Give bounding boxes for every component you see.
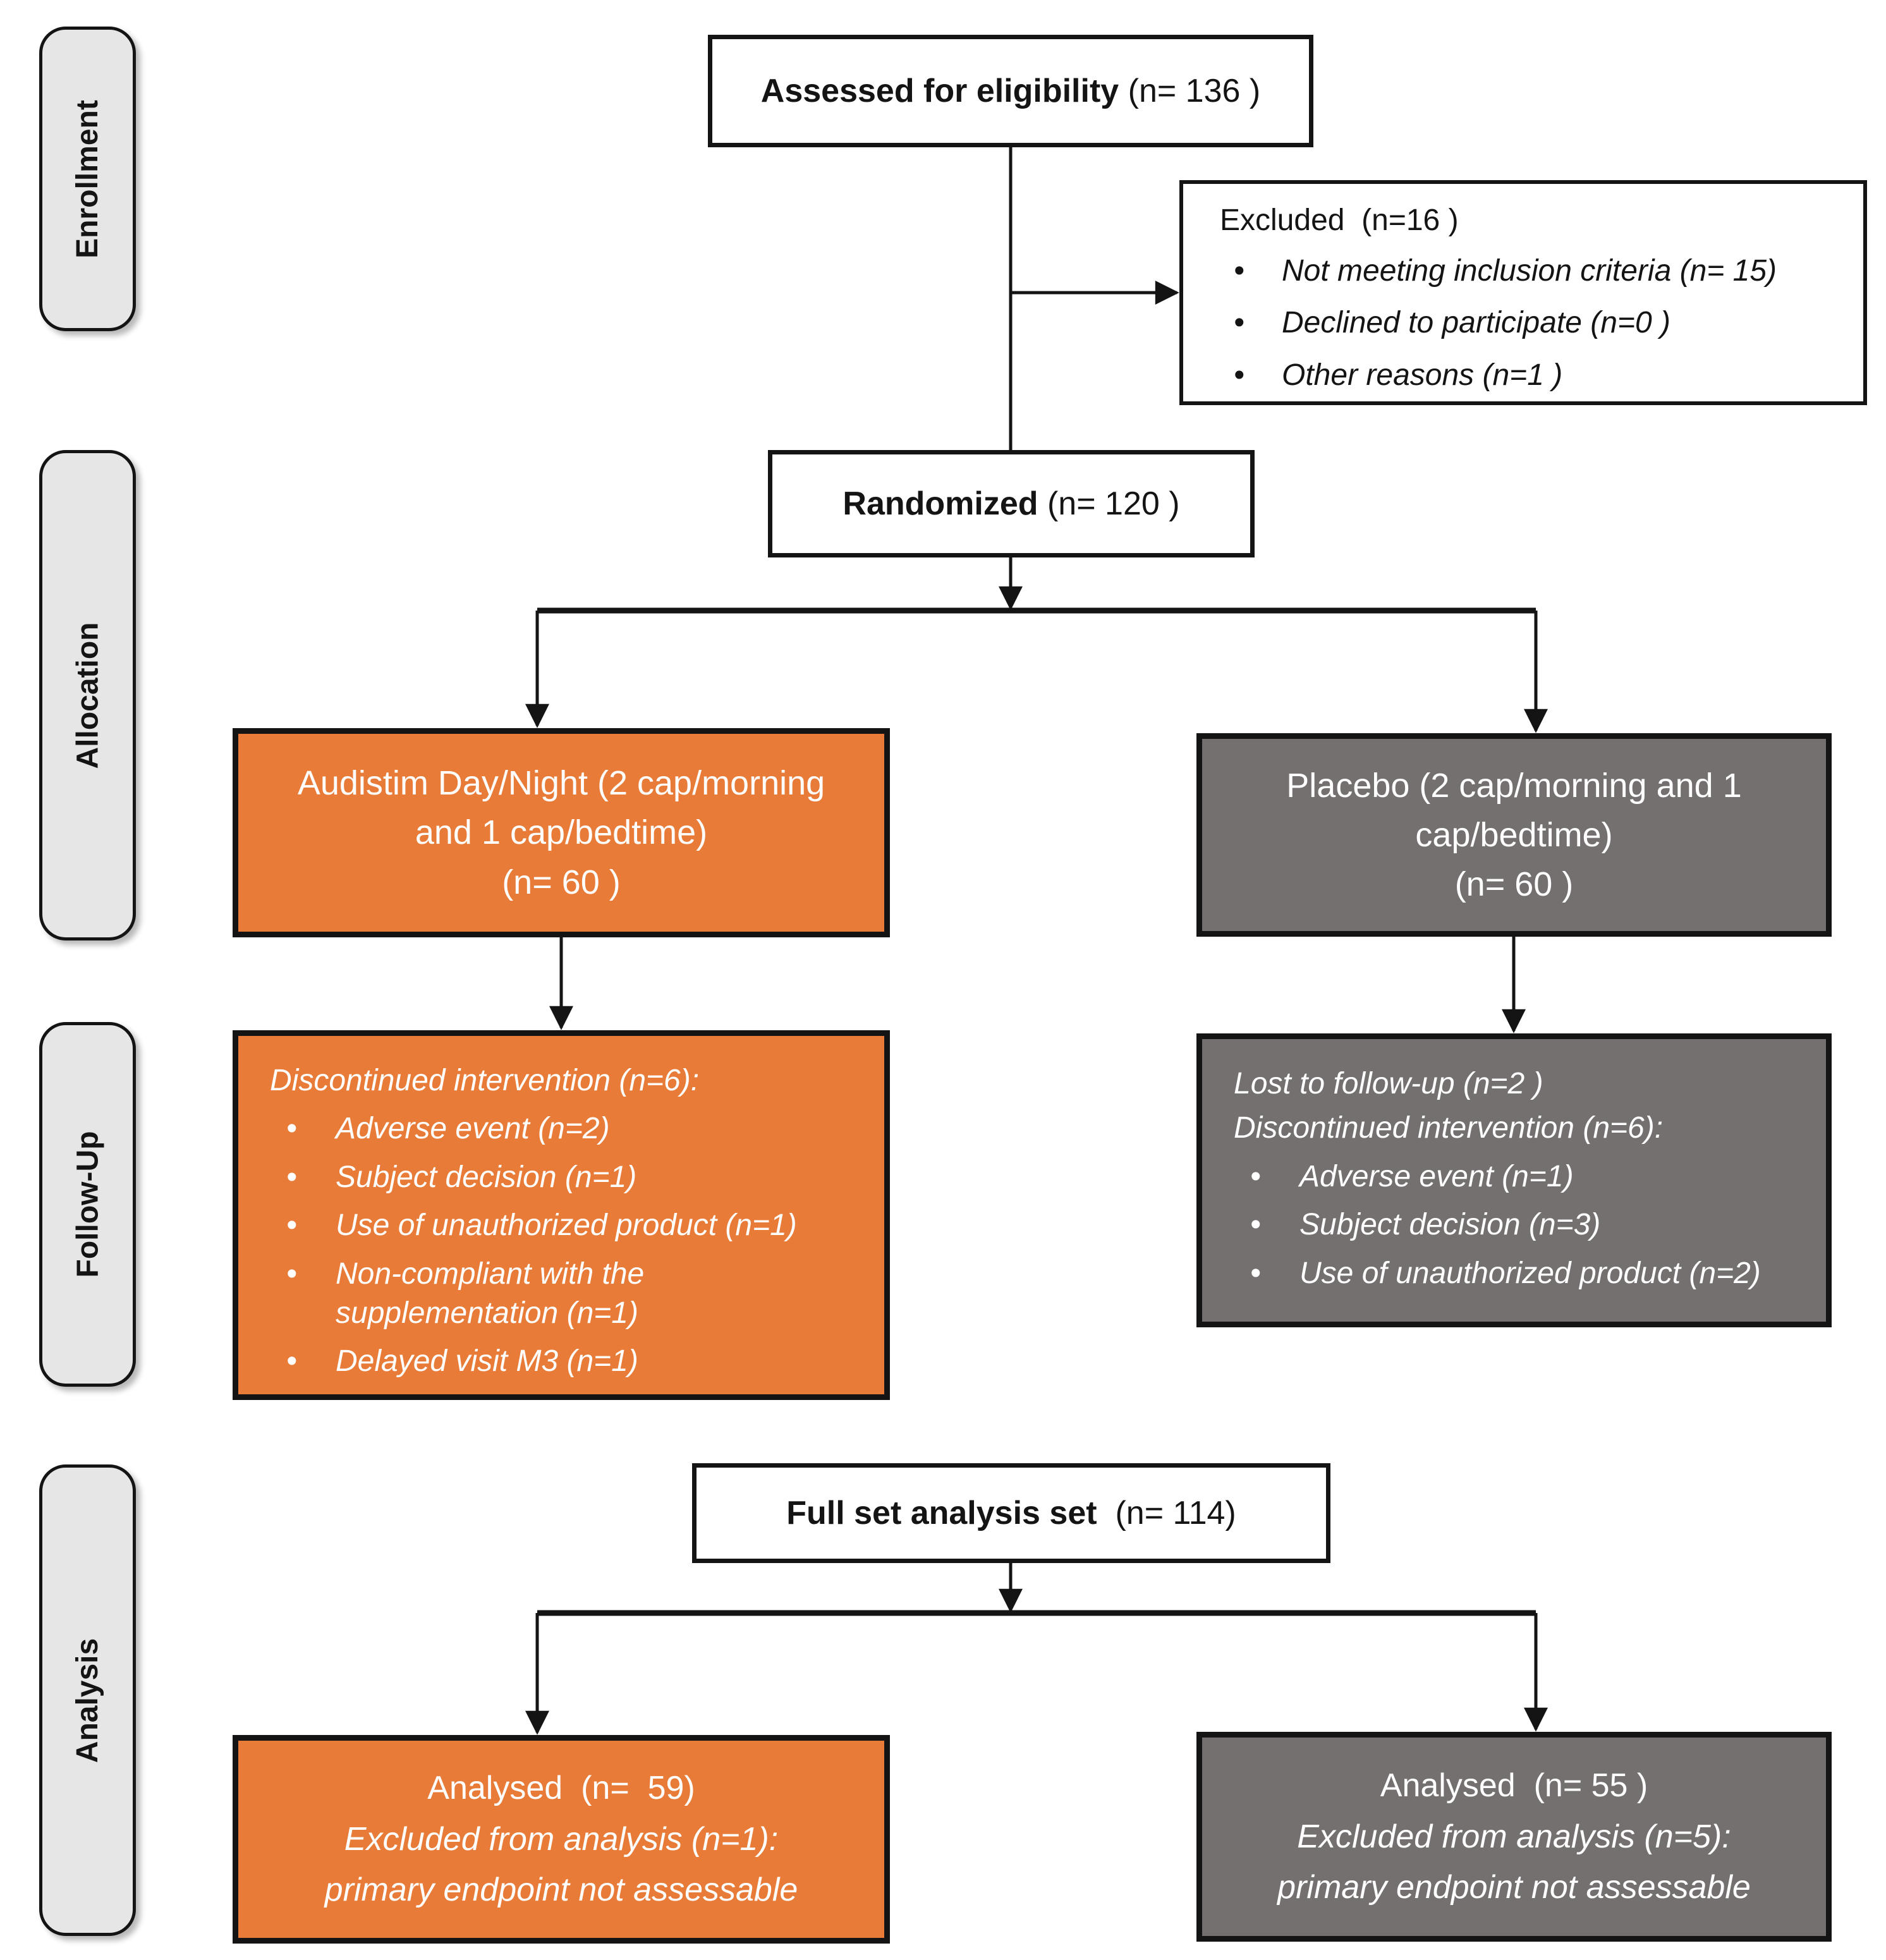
followup-placebo-header-discontinued: Discontinued intervention (n=6): [1234, 1111, 1664, 1145]
analysed-placebo-line: primary endpoint not assessable [1277, 1869, 1751, 1906]
randomized-title: Randomized (n= 120 ) [843, 485, 1179, 523]
followup-placebo-box: Lost to follow-up (n=2 ) Discontinued in… [1196, 1033, 1832, 1327]
fullset-title: Full set analysis set (n= 114) [786, 1494, 1236, 1532]
allocation-audistim-line: Audistim Day/Night (2 cap/morning [297, 764, 825, 803]
randomized-n: (n= 120 ) [1038, 485, 1180, 522]
allocation-placebo-line: cap/bedtime) [1415, 815, 1613, 854]
excluded-bullet: Not meeting inclusion criteria (n= 15) [1220, 252, 1841, 291]
analysed-placebo-title: Analysed (n= 55 ) [1380, 1767, 1648, 1805]
followup-audistim-bullet: Non-compliant with the supplementation (… [270, 1255, 715, 1334]
allocation-audistim-box: Audistim Day/Night (2 cap/morning and 1 … [233, 728, 890, 937]
excluded-box: Excluded (n=16 ) Not meeting inclusion c… [1179, 180, 1867, 405]
assessed-box: Assessed for eligibility (n= 136 ) [708, 35, 1313, 147]
stage-label-enrollment-text: Enrollment [71, 99, 104, 259]
excluded-header: Excluded (n=16 ) [1220, 204, 1459, 237]
stage-label-analysis-text: Analysis [71, 1638, 104, 1763]
assessed-title-bold: Assessed for eligibility [760, 73, 1119, 109]
allocation-placebo-n: (n= 60 ) [1454, 865, 1574, 904]
fullset-n: (n= 114) [1097, 1495, 1236, 1531]
followup-audistim-header: Discontinued intervention (n=6): [270, 1064, 700, 1097]
allocation-audistim-n: (n= 60 ) [502, 863, 621, 901]
analysed-placebo-line: Excluded from analysis (n=5): [1297, 1818, 1731, 1855]
analysed-audistim-line: Excluded from analysis (n=1): [344, 1820, 779, 1858]
stage-label-followup: Follow-Up [39, 1022, 136, 1387]
randomized-title-bold: Randomized [843, 485, 1038, 522]
analysed-audistim-line: primary endpoint not assessable [324, 1872, 798, 1909]
analysed-placebo-box: Analysed (n= 55 ) Excluded from analysis… [1196, 1732, 1832, 1942]
followup-placebo-bullet: Adverse event (n=1) [1234, 1157, 1807, 1197]
analysed-audistim-box: Analysed (n= 59) Excluded from analysis … [233, 1735, 890, 1944]
excluded-bullet: Other reasons (n=1 ) [1220, 356, 1841, 396]
followup-placebo-bullet: Subject decision (n=3) [1234, 1205, 1807, 1245]
analysed-audistim-title: Analysed (n= 59) [427, 1770, 695, 1807]
allocation-placebo-box: Placebo (2 cap/morning and 1 cap/bedtime… [1196, 733, 1832, 937]
allocation-placebo-line: Placebo (2 cap/morning and 1 [1286, 766, 1742, 805]
followup-placebo-bullet: Use of unauthorized product (n=2) [1234, 1254, 1807, 1294]
stage-label-followup-text: Follow-Up [71, 1131, 104, 1278]
followup-audistim-bullet: Use of unauthorized product (n=1) [270, 1206, 865, 1246]
followup-audistim-bullet: Adverse event (n=2) [270, 1109, 865, 1149]
followup-placebo-header-lost: Lost to follow-up (n=2 ) [1234, 1067, 1543, 1100]
fullset-box: Full set analysis set (n= 114) [692, 1463, 1330, 1563]
allocation-audistim-line: and 1 cap/bedtime) [415, 813, 708, 852]
randomized-box: Randomized (n= 120 ) [768, 450, 1255, 557]
stage-label-allocation: Allocation [39, 450, 136, 940]
stage-label-allocation-text: Allocation [71, 621, 105, 769]
followup-audistim-bullet: Subject decision (n=1) [270, 1158, 865, 1198]
followup-audistim-bullet: Delayed visit M3 (n=1) [270, 1342, 865, 1382]
stage-label-analysis: Analysis [39, 1464, 136, 1936]
followup-audistim-box: Discontinued intervention (n=6): Adverse… [233, 1030, 890, 1400]
stage-label-enrollment: Enrollment [39, 27, 136, 331]
excluded-bullet: Declined to participate (n=0 ) [1220, 303, 1841, 343]
assessed-title: Assessed for eligibility (n= 136 ) [761, 72, 1260, 110]
assessed-n: (n= 136 ) [1119, 73, 1261, 109]
fullset-title-bold: Full set analysis set [786, 1495, 1097, 1531]
